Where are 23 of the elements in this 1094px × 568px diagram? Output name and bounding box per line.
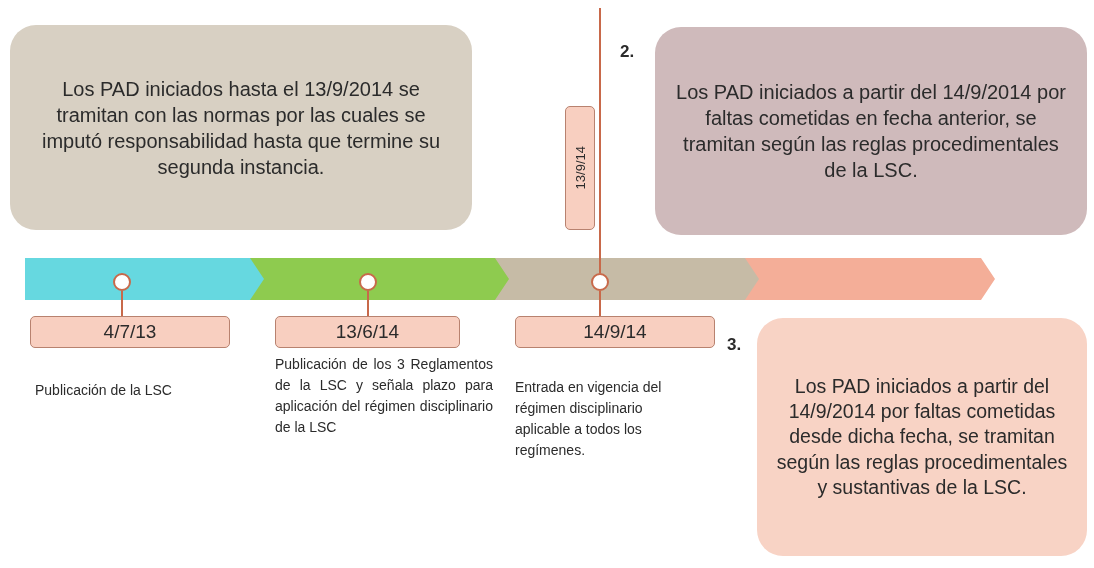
note-box (655, 27, 1087, 235)
connector-line (599, 7, 601, 274)
note-box (10, 25, 472, 230)
date-tag (275, 316, 460, 348)
date-tag (515, 316, 715, 348)
event-description: Entrada en vigencia del régimen disciplinario aplicable a todos los regímenes. (515, 378, 663, 460)
event-description: Publicación de la LSC (35, 381, 173, 400)
connector-line (121, 290, 123, 317)
date-tag (565, 106, 595, 230)
event-description: Publicación de los 3 Reglamentos de la LSC y señala plazo para aplicación del régimen disciplinario de la LSC (275, 355, 493, 437)
connector-line (367, 290, 369, 317)
date-text: 4/7/13 (103, 321, 157, 343)
note-text: Los PAD iniciados a partir del 14/9/2014 por faltas cometidas desde dicha fecha, se tramitan según las reglas procedimentales y sustantivas de la LSC. (775, 373, 1069, 500)
step-number: 3. (727, 335, 742, 355)
note-box (757, 318, 1087, 556)
date-tag (30, 316, 230, 348)
step-number: 2. (620, 42, 635, 62)
date-text: 13/9/14 (572, 146, 588, 190)
connector-line (599, 290, 601, 317)
date-text: 13/6/14 (335, 321, 400, 343)
note-text: Los PAD iniciados a partir del 14/9/2014 por faltas cometidas en fecha anterior, se tramitan según las reglas procedimentales de la LSC. (675, 80, 1067, 183)
note-text: Los PAD iniciados hasta el 13/9/2014 se tramitan con las normas por las cuales se imputó responsabilidad hasta que termine su segunda instancia. (41, 76, 441, 180)
date-text: 14/9/14 (583, 321, 647, 343)
